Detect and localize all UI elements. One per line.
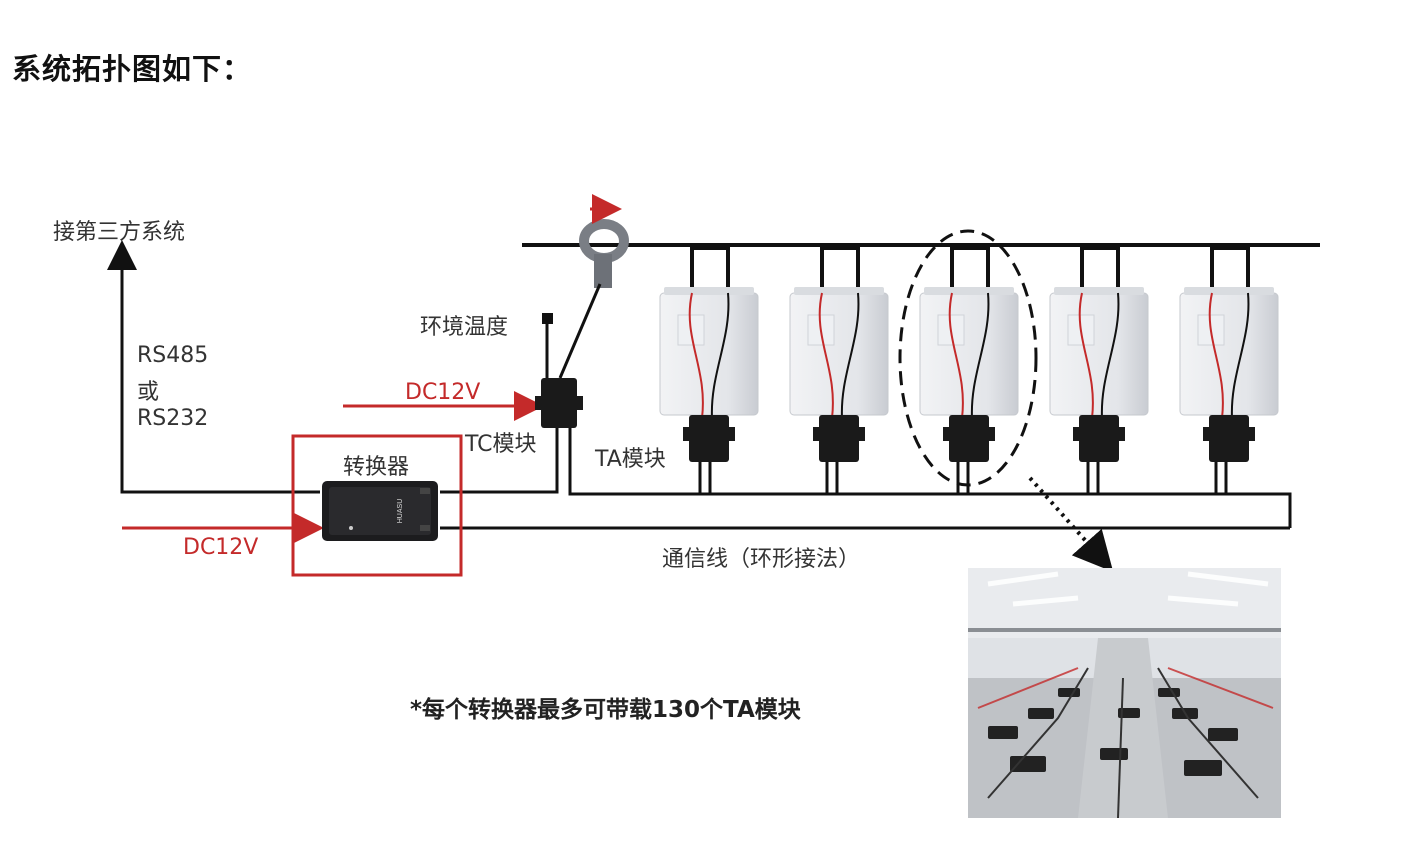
ta-module [819, 415, 859, 462]
battery-lid [794, 287, 884, 295]
tc-module [541, 378, 577, 428]
ta-drop-lines [698, 462, 1228, 494]
ta-module [689, 415, 729, 462]
battery-link [1080, 246, 1120, 293]
env-temp-probe [542, 313, 553, 324]
battery-link [820, 246, 860, 293]
battery-cell [1049, 292, 1149, 416]
battery-wire-black [970, 292, 990, 419]
ta-module-tab [683, 427, 690, 441]
converter-device: HUASU [322, 481, 438, 541]
battery-wire-red [1078, 292, 1094, 419]
battery-cell [789, 292, 889, 416]
comm-line-label: 通信线（环形接法） [662, 547, 861, 572]
ta-module-tab [1203, 427, 1210, 441]
battery-wire-red [1208, 292, 1224, 419]
ta-module [949, 415, 989, 462]
env-temp-label: 环境温度 [420, 315, 509, 340]
ta-module-tab [988, 427, 995, 441]
battery-wire-red [688, 292, 704, 419]
battery-link [690, 246, 730, 293]
pointer-arrow [1028, 476, 1114, 572]
ta-module [1209, 415, 1249, 462]
third-party-label: 接第三方系统 [53, 220, 186, 245]
ta-module-tab [728, 427, 735, 441]
ta-module-tab [943, 427, 950, 441]
protocol-or: 或 [137, 380, 160, 405]
protocol-rs232: RS232 [137, 406, 209, 431]
ta-module-tab [1118, 427, 1125, 441]
battery-wire-black [1230, 292, 1250, 419]
sensor-to-tc-line [558, 283, 602, 379]
converter-label: 转换器 [343, 455, 410, 480]
dc12v-tc-label: DC12V [405, 380, 481, 405]
battery-cell [659, 292, 759, 416]
dc12v-converter-label: DC12V [183, 535, 259, 560]
battery-wire-black [840, 292, 860, 419]
battery-link [1210, 246, 1250, 293]
ta-module-tab [1073, 427, 1080, 441]
capacity-note: *每个转换器最多可带载130个TA模块 [410, 697, 801, 723]
battery-lid [1054, 287, 1144, 295]
battery-cell [919, 292, 1019, 416]
ta-module-tab [858, 427, 865, 441]
comm-line-upper [568, 428, 1292, 528]
battery-room-photo [968, 568, 1281, 819]
ta-module-tab [1248, 427, 1255, 441]
current-sensor [579, 219, 629, 288]
ta-module [1079, 415, 1119, 462]
converter-brand: HUASU [397, 499, 404, 524]
tc-module-label: TC模块 [465, 432, 537, 457]
battery-wire-black [1100, 292, 1120, 419]
converter-tc-line [440, 428, 559, 494]
battery-lid [924, 287, 1014, 295]
battery-lid [664, 287, 754, 295]
battery-wire-red [818, 292, 834, 419]
rs485-line [107, 240, 320, 494]
page-title: 系统拓扑图如下： [12, 52, 253, 86]
protocol-rs485: RS485 [137, 343, 209, 368]
battery-cell [1179, 292, 1279, 416]
ta-module-tab [813, 427, 820, 441]
battery-lid [1184, 287, 1274, 295]
battery-string [659, 246, 1279, 462]
battery-link [950, 246, 990, 293]
battery-wire-red [948, 292, 964, 419]
highlight-ellipse [898, 229, 1038, 487]
battery-wire-black [710, 292, 730, 419]
converter-frame [291, 434, 463, 577]
ta-module-label: TA模块 [595, 447, 666, 472]
